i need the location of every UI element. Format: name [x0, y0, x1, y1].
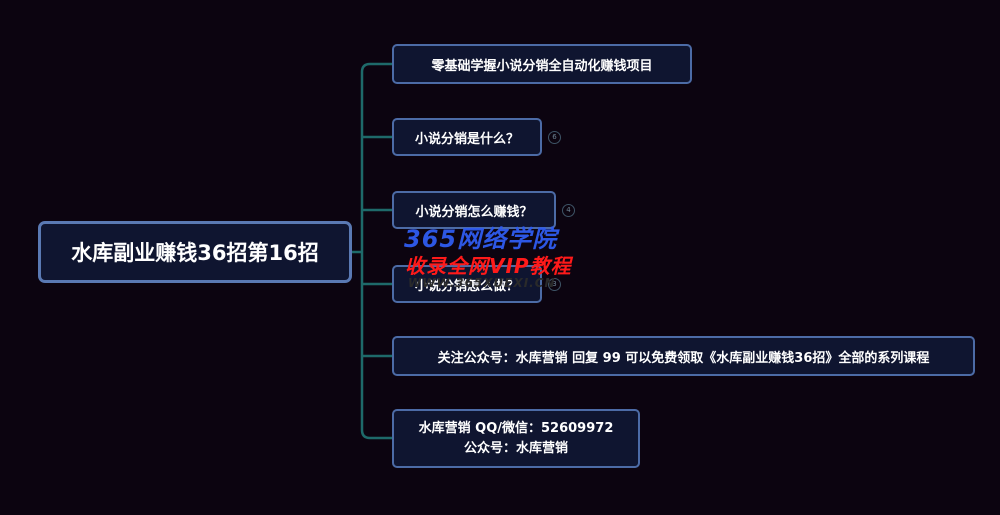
root-node[interactable]: 水库副业赚钱36招第16招: [38, 221, 352, 283]
child-node-how-earn[interactable]: 小说分销怎么赚钱？: [392, 191, 556, 229]
child-node-label: 关注公众号：水库营销 回复 99 可以免费领取《水库副业赚钱36招》全部的系列课…: [437, 350, 930, 366]
watermark-subtitle: 收录全网VIP教程: [405, 254, 572, 278]
contact-line-qq: 水库营销 QQ/微信：52609972: [418, 420, 614, 436]
watermark-url: WWW.365XUEXI.CN: [408, 276, 556, 290]
child-node-how-do[interactable]: 小说分销怎么做？: [392, 265, 542, 303]
child-node-label: 小说分销怎么做？: [414, 278, 519, 294]
child-node-intro[interactable]: 零基础学握小说分销全自动化赚钱项目: [392, 44, 692, 84]
child-node-label: 小说分销是什么？: [414, 131, 519, 147]
child-node-follow-account[interactable]: 关注公众号：水库营销 回复 99 可以免费领取《水库副业赚钱36招》全部的系列课…: [392, 336, 975, 376]
contact-line-account: 公众号：水库营销: [463, 440, 568, 456]
child-node-label: 零基础学握小说分销全自动化赚钱项目: [431, 58, 653, 74]
collapsed-count-badge[interactable]: 4: [562, 204, 575, 217]
child-node-contact[interactable]: 水库营销 QQ/微信：52609972 公众号：水库营销: [392, 409, 640, 468]
root-node-label: 水库副业赚钱36招第16招: [71, 241, 319, 265]
collapsed-count-badge[interactable]: 6: [548, 131, 561, 144]
collapsed-count-badge[interactable]: 3: [548, 278, 561, 291]
child-node-what[interactable]: 小说分销是什么？: [392, 118, 542, 156]
watermark-title: 365网络学院: [404, 225, 558, 253]
child-node-label: 小说分销怎么赚钱？: [415, 204, 533, 220]
